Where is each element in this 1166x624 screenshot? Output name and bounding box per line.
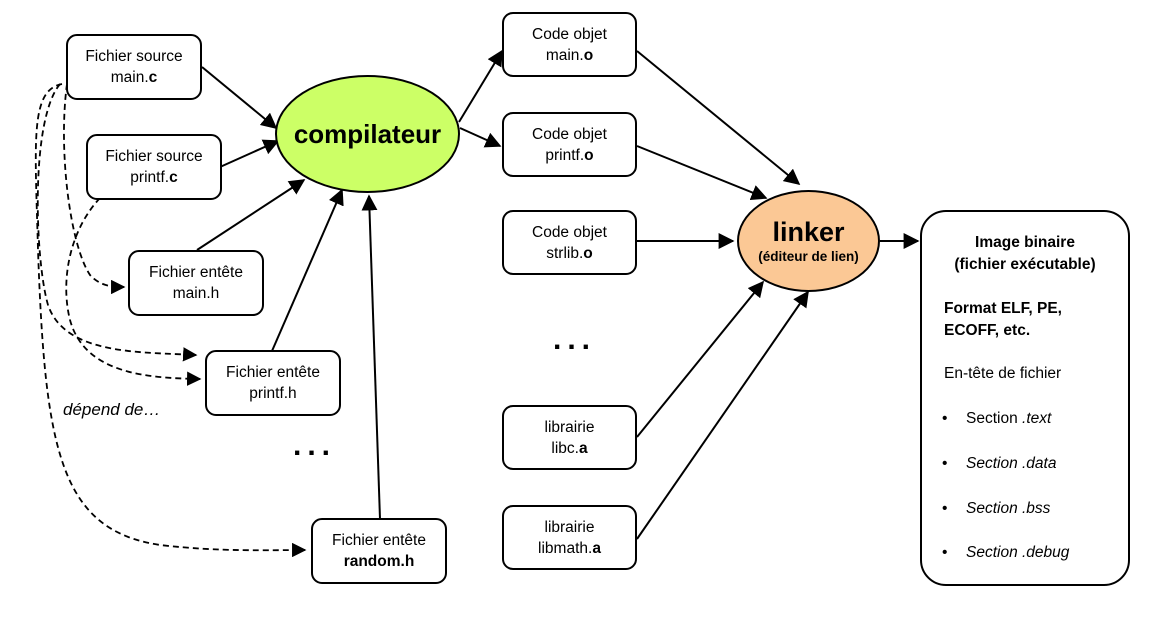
header-file-name: main.h <box>172 285 220 302</box>
arrow-compiler-to-printf-o <box>459 127 502 148</box>
binary-file-header: En-tête de fichier <box>944 365 1062 382</box>
section-italic: Section .data <box>966 455 1057 472</box>
linker-node: linker (éditeur de lien) <box>737 190 880 292</box>
header-file-label: Fichier entête <box>226 364 320 381</box>
dep-main-c-to-printf-h <box>36 83 198 362</box>
compiler-label: compilateur <box>293 118 442 149</box>
object-file-ext: o <box>583 244 593 262</box>
section-italic: Section .debug <box>966 544 1070 561</box>
source-file-ext: c <box>148 69 158 86</box>
arrow-main-o-to-linker <box>636 50 801 186</box>
section-italic: Section .bss <box>966 500 1051 517</box>
source-file-main-c: Fichier source main.c <box>66 34 202 100</box>
library-label: librairie <box>544 418 595 436</box>
source-file-name: main. <box>110 69 149 86</box>
library-ext: a <box>592 539 601 557</box>
dep-main-c-to-main-h <box>63 83 126 295</box>
library-ext: a <box>578 439 588 457</box>
source-file-ext: c <box>169 169 178 186</box>
object-file-printf-o: Code objet printf.o <box>502 112 637 177</box>
object-file-name: main. <box>545 46 584 64</box>
object-file-main-o: Code objet main.o <box>502 12 637 77</box>
library-name: libmath. <box>538 539 593 557</box>
binary-subtitle: (fichier exécutable) <box>954 256 1096 273</box>
library-name: libc. <box>551 439 579 457</box>
arrow-printf-c-to-compiler <box>219 139 280 168</box>
header-file-random-h: Fichier entête random.h <box>311 518 447 584</box>
binary-section-item: • Section .debug <box>942 544 1069 562</box>
binary-format-line1: Format ELF, PE, <box>944 300 1062 317</box>
dep-printf-c-to-printf-h <box>65 197 202 386</box>
object-file-strlib-o: Code objet strlib.o <box>502 210 637 275</box>
arrow-random-h-to-compiler <box>361 194 381 520</box>
object-file-label: Code objet <box>532 25 607 43</box>
arrow-libc-to-linker <box>636 280 765 438</box>
source-file-name: printf. <box>130 169 170 186</box>
arrow-printf-o-to-linker <box>636 145 768 201</box>
object-file-name: strlib. <box>546 244 584 262</box>
depends-label: dépend de… <box>63 400 161 419</box>
header-file-main-h: Fichier entête main.h <box>128 250 264 316</box>
object-file-name: printf. <box>545 146 585 164</box>
dep-main-c-to-random-h <box>34 83 307 558</box>
library-libmath-a: librairie libmath.a <box>502 505 637 570</box>
headers-ellipsis: ... <box>293 429 337 462</box>
header-file-name: printf.h <box>249 385 297 402</box>
bullet: • <box>942 455 948 472</box>
binary-section-item: • Section .text <box>942 410 1051 428</box>
bullet: • <box>942 544 948 561</box>
source-file-label: Fichier source <box>105 148 203 165</box>
library-label: librairie <box>544 518 595 536</box>
bullet: • <box>942 500 948 517</box>
object-file-ext: o <box>583 46 594 64</box>
binary-image-panel: Image binaire (fichier exécutable) Forma… <box>920 210 1130 586</box>
linker-sublabel: (éditeur de lien) <box>758 249 859 264</box>
header-file-label: Fichier entête <box>332 532 426 549</box>
header-file-printf-h: Fichier entête printf.h <box>205 350 341 416</box>
arrow-main-h-to-compiler <box>196 179 306 251</box>
linker-label: linker <box>772 217 845 247</box>
compiler-node: compilateur <box>275 75 460 193</box>
object-file-label: Code objet <box>532 125 607 143</box>
binary-title: Image binaire <box>975 234 1075 251</box>
arrow-main-c-to-compiler <box>201 66 278 130</box>
objects-ellipsis: ... <box>553 323 597 356</box>
library-libc-a: librairie libc.a <box>502 405 637 470</box>
object-file-ext: o <box>584 146 594 164</box>
header-file-label: Fichier entête <box>149 264 243 281</box>
bullet: • <box>942 410 948 427</box>
section-italic: .text <box>1022 410 1052 427</box>
binary-section-item: • Section .data <box>942 455 1056 473</box>
section-plain: Section <box>966 410 1023 427</box>
header-file-bold: random.h <box>343 553 415 570</box>
source-file-printf-c: Fichier source printf.c <box>86 134 222 200</box>
source-file-label: Fichier source <box>85 48 183 65</box>
arrow-printf-h-to-compiler <box>271 188 344 352</box>
binary-format-line2: ECOFF, etc. <box>944 322 1031 339</box>
arrow-compiler-to-main-o <box>458 49 503 123</box>
binary-section-item: • Section .bss <box>942 500 1050 518</box>
object-file-label: Code objet <box>532 223 607 241</box>
arrow-libmath-to-linker <box>636 290 809 540</box>
